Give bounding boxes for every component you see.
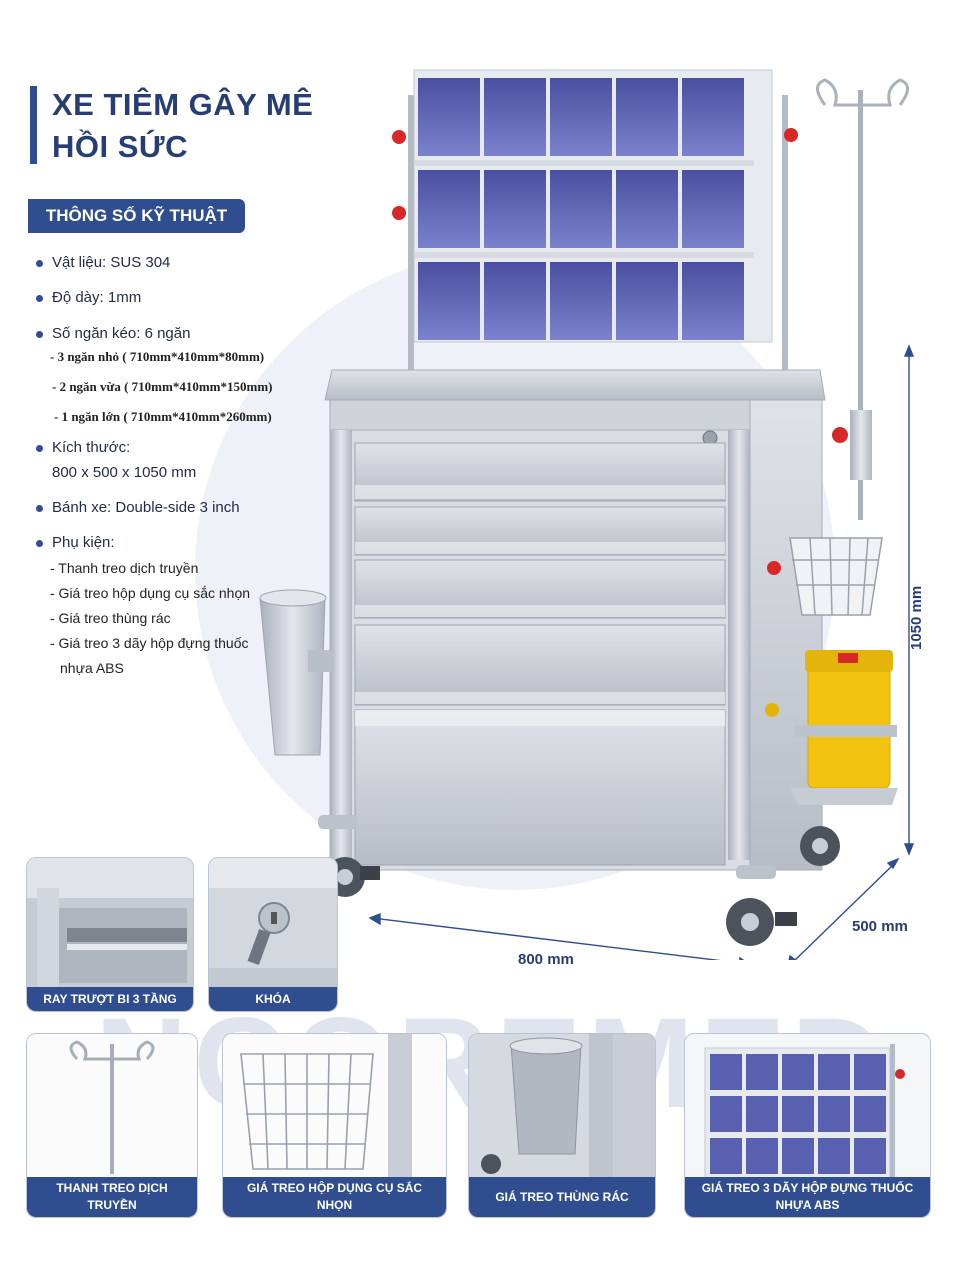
cart-illustration <box>259 69 915 960</box>
lock-image <box>209 858 337 1011</box>
page-title: XE TIÊM GÂY MÊ HỒI SỨC <box>52 84 352 168</box>
knob-icon <box>392 206 406 220</box>
thumb-rail-caption: RAY TRƯỢT BI 3 TẦNG <box>27 987 193 1011</box>
spec-header: THÔNG SỐ KỸ THUẬT <box>28 199 245 233</box>
spec-thickness: Độ dày: 1mm <box>36 289 141 306</box>
bullet-icon <box>36 330 43 338</box>
dimension-lines <box>368 344 915 960</box>
thumb-bins: GIÁ TREO 3 DÃY HỘP ĐỰNG THUỐC NHỰA ABS <box>684 1033 931 1218</box>
title-accent-bar <box>30 86 37 164</box>
spec-material: Vật liệu: SUS 304 <box>36 254 170 271</box>
thumb-sharps-caption: GIÁ TREO HỘP DỤNG CỤ SẮC NHỌN <box>223 1177 446 1217</box>
thumb-lock-caption: KHÓA <box>209 987 337 1011</box>
thumb-bins-caption: GIÁ TREO 3 DÃY HỘP ĐỰNG THUỐC NHỰA ABS <box>685 1177 930 1217</box>
bullet-icon <box>36 259 43 267</box>
accessory-item: nhựa ABS <box>60 660 124 676</box>
medicine-bin-rack <box>413 69 773 343</box>
spec-drawers: Số ngăn kéo: 6 ngăn <box>36 325 190 342</box>
spec-wheels: Bánh xe: Double-side 3 inch <box>36 499 240 516</box>
accessory-item: - Giá treo hộp dụng cụ sắc nhọn <box>50 585 251 601</box>
iv-pole <box>816 78 909 520</box>
sharps-container <box>790 650 898 805</box>
thumb-iv-pole: THANH TREO DỊCH TRUYỀN <box>26 1033 198 1218</box>
top-tray <box>324 369 826 401</box>
thumb-lock: KHÓA <box>208 857 338 1012</box>
thumb-sharps: GIÁ TREO HỘP DỤNG CỤ SẮC NHỌN <box>222 1033 447 1218</box>
spec-size-value: 800 x 500 x 1050 mm <box>52 464 197 481</box>
bullet-icon <box>36 539 43 547</box>
bullet-icon <box>36 294 43 302</box>
spec-size-label: Kích thước: <box>36 439 130 456</box>
rail-image <box>27 858 193 1011</box>
accessory-item: - Giá treo thùng rác <box>50 610 171 626</box>
rack-post-right <box>782 95 788 400</box>
bullet-icon <box>36 504 43 512</box>
knob-icon <box>832 427 848 443</box>
accessory-item: - Giá treo 3 dãy hộp đựng thuốc <box>50 635 249 651</box>
spec-drawer-small: - 3 ngăn nhỏ ( 710mm*410mm*80mm) <box>50 349 265 364</box>
knob-icon <box>784 128 798 142</box>
knob-icon <box>765 703 779 717</box>
accessory-item: - Thanh treo dịch truyền <box>50 560 199 576</box>
dimension-depth: 500 mm <box>852 918 908 935</box>
bullet-icon <box>36 444 43 452</box>
title-line-2: HỒI SỨC <box>52 129 189 164</box>
title-line-1: XE TIÊM GÂY MÊ <box>52 87 314 122</box>
thumb-trash-caption: GIÁ TREO THÙNG RÁC <box>469 1177 655 1217</box>
thumb-iv-pole-caption: THANH TREO DỊCH TRUYỀN <box>27 1177 197 1217</box>
thumb-rail: RAY TRƯỢT BI 3 TẦNG <box>26 857 194 1012</box>
drawers <box>354 442 726 866</box>
knob-icon <box>767 561 781 575</box>
knob-icon <box>895 1069 905 1079</box>
spec-drawer-large: - 1 ngăn lớn ( 710mm*410mm*260mm) <box>54 409 272 424</box>
dimension-height: 1050 mm <box>908 585 925 650</box>
dimension-width: 800 mm <box>518 951 574 968</box>
trash-bin <box>259 589 332 756</box>
sharps-basket <box>789 537 883 616</box>
thumb-trash: GIÁ TREO THÙNG RÁC <box>468 1033 656 1218</box>
spec-drawer-medium: - 2 ngăn vừa ( 710mm*410mm*150mm) <box>52 379 273 394</box>
rack-post-left <box>408 95 414 400</box>
knob-icon <box>392 130 406 144</box>
spec-accessories-label: Phụ kiện: <box>36 534 115 551</box>
